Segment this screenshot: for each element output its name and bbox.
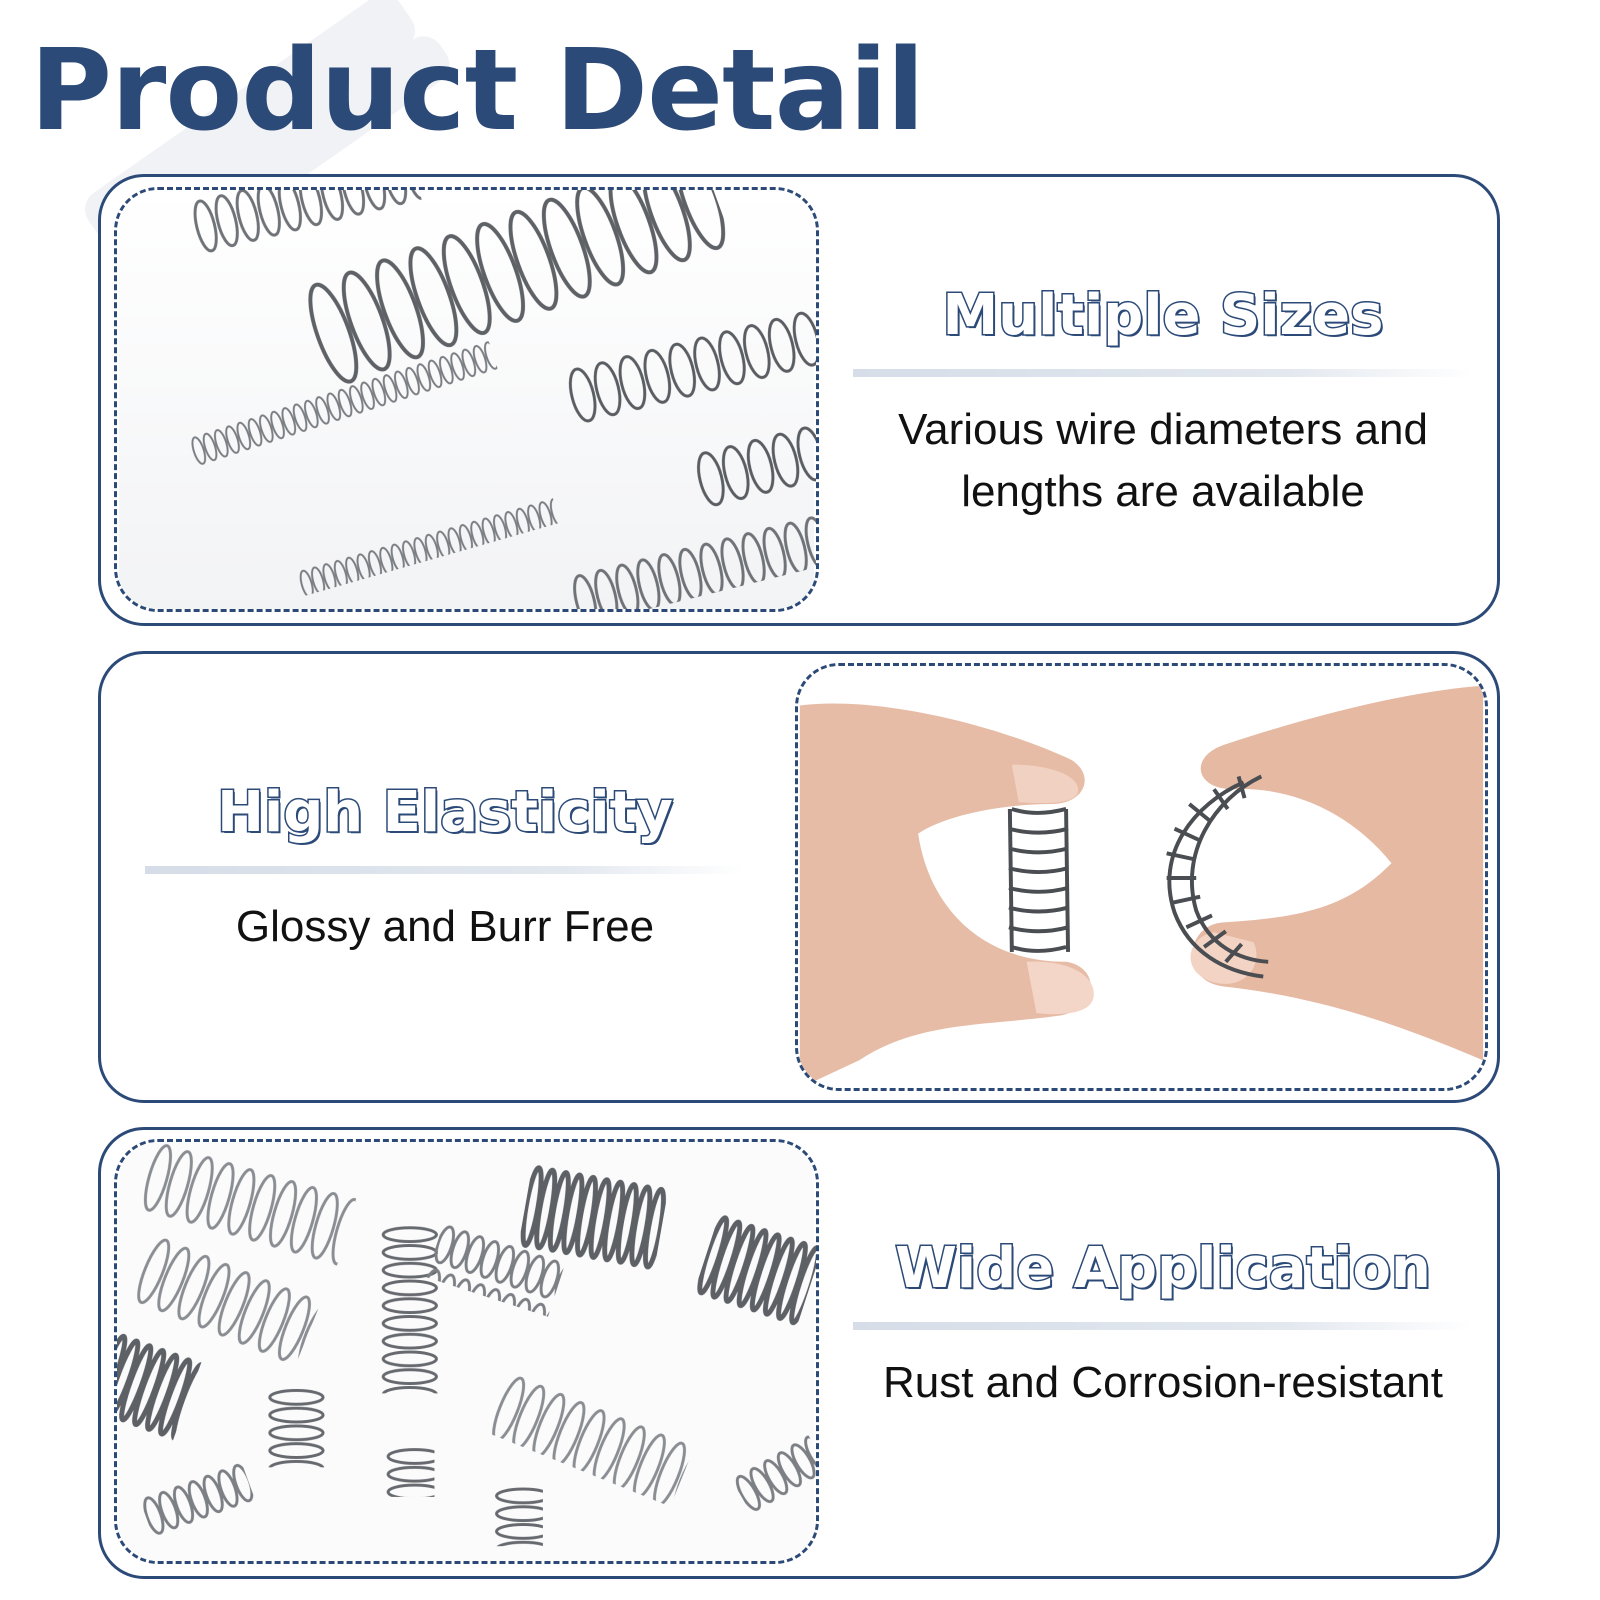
- springs-illustration: [117, 1142, 816, 1561]
- fingers-squeezing-springs-photo: [795, 663, 1488, 1091]
- feature-text-block: Multiple Sizes Various wire diameters an…: [853, 283, 1473, 523]
- feature-title: Wide Application: [894, 1236, 1433, 1301]
- mixed-springs-photo: [114, 1139, 819, 1564]
- feature-panel-high-elasticity: High Elasticity Glossy and Burr Free: [98, 651, 1500, 1103]
- feature-description: Rust and Corrosion-resistant: [853, 1352, 1473, 1414]
- feature-description: Various wire diameters and lengths are a…: [853, 399, 1473, 523]
- springs-illustration: [799, 666, 1484, 1088]
- feature-text-block: Wide Application Rust and Corrosion-resi…: [853, 1236, 1473, 1414]
- description-line: lengths are available: [961, 466, 1365, 516]
- description-line: Glossy and Burr Free: [235, 901, 655, 951]
- page-title: Product Detail: [30, 26, 925, 156]
- feature-title: High Elasticity: [216, 780, 675, 845]
- feature-description: Glossy and Burr Free: [145, 896, 745, 958]
- divider: [853, 1321, 1473, 1330]
- assorted-springs-photo: [114, 187, 819, 612]
- divider: [145, 865, 745, 874]
- feature-panel-multiple-sizes: Multiple Sizes Various wire diameters an…: [98, 174, 1500, 626]
- divider: [853, 368, 1473, 377]
- springs-illustration: [118, 190, 816, 609]
- feature-title: Multiple Sizes: [941, 283, 1385, 348]
- description-line: Various wire diameters and: [898, 404, 1428, 454]
- feature-panel-wide-application: Wide Application Rust and Corrosion-resi…: [98, 1127, 1500, 1579]
- description-line: Rust and Corrosion-resistant: [882, 1357, 1443, 1407]
- feature-text-block: High Elasticity Glossy and Burr Free: [145, 780, 745, 958]
